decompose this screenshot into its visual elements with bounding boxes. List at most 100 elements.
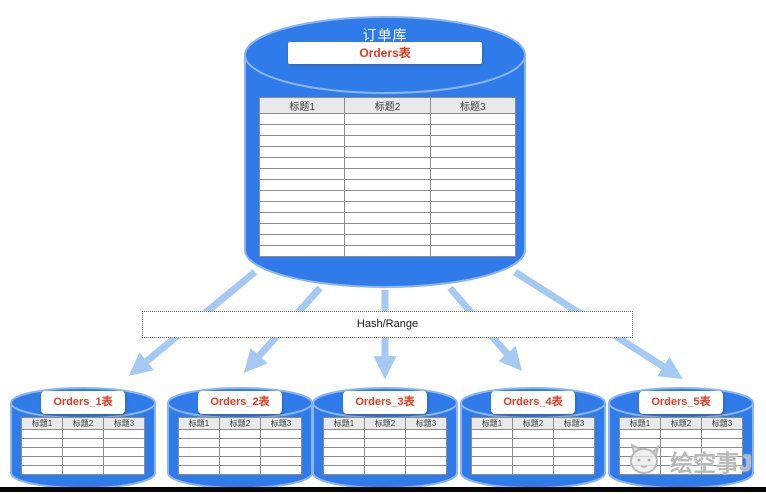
table-row — [21, 465, 145, 475]
shard-4-label: Orders_4表 — [491, 391, 575, 414]
table-cell — [405, 456, 447, 466]
table-cell — [660, 447, 702, 457]
table-cell — [178, 447, 220, 457]
table-row — [21, 438, 145, 448]
table-cell — [258, 113, 346, 125]
table-cell — [364, 438, 406, 448]
table-cell — [344, 146, 431, 158]
column-header: 标题2 — [219, 417, 261, 430]
table-row — [258, 113, 517, 125]
table-cell — [62, 456, 104, 466]
table-cell — [512, 465, 554, 475]
table-cell — [619, 447, 661, 457]
table-cell — [103, 456, 145, 466]
column-header: 标题3 — [260, 417, 302, 430]
table-row — [258, 135, 517, 147]
table-cell — [619, 429, 661, 439]
table-cell — [344, 245, 431, 257]
table-cell — [219, 429, 261, 439]
table-cell — [429, 124, 517, 136]
table-row — [471, 447, 595, 457]
table-cell — [429, 212, 517, 224]
table-cell — [344, 201, 431, 213]
table-cell — [405, 465, 447, 475]
table-cell — [512, 438, 554, 448]
shard-5-label: Orders_5表 — [639, 391, 723, 414]
table-cell — [364, 456, 406, 466]
table-row — [258, 245, 517, 257]
table-row — [619, 465, 743, 475]
table-cell — [219, 465, 261, 475]
table-cell — [260, 429, 302, 439]
table-row — [471, 465, 595, 475]
table-cell — [219, 456, 261, 466]
table-cell — [178, 456, 220, 466]
table-row — [258, 124, 517, 136]
column-header: 标题2 — [344, 97, 431, 114]
table-row — [258, 146, 517, 158]
table-cell — [344, 135, 431, 147]
table-cell — [553, 429, 595, 439]
column-header: 标题2 — [62, 417, 104, 430]
table-cell — [429, 201, 517, 213]
table-cell — [344, 190, 431, 202]
table-cell — [178, 465, 220, 475]
table-row — [21, 456, 145, 466]
table-row — [471, 456, 595, 466]
table-row — [619, 456, 743, 466]
table-row — [323, 465, 447, 475]
table-cell — [660, 465, 702, 475]
table-row — [178, 465, 302, 475]
table-cell — [344, 212, 431, 224]
table-cell — [471, 447, 513, 457]
table-cell — [103, 447, 145, 457]
table-cell — [260, 438, 302, 448]
table-cell — [553, 438, 595, 448]
table-cell — [429, 223, 517, 235]
table-row — [471, 429, 595, 439]
table-cell — [344, 179, 431, 191]
table-cell — [660, 456, 702, 466]
table-cell — [701, 447, 743, 457]
column-header: 标题1 — [178, 417, 220, 430]
bottom-border-bar — [0, 487, 766, 492]
table-cell — [21, 456, 63, 466]
table-cell — [258, 223, 346, 235]
table-cell — [258, 124, 346, 136]
table-cell — [21, 429, 63, 439]
table-cell — [260, 447, 302, 457]
table-cell — [21, 447, 63, 457]
table-cell — [258, 135, 346, 147]
table-cell — [364, 447, 406, 457]
table-cell — [258, 157, 346, 169]
table-cell — [344, 113, 431, 125]
column-header: 标题3 — [103, 417, 145, 430]
column-header: 标题1 — [471, 417, 513, 430]
table-row — [323, 447, 447, 457]
table-cell — [258, 168, 346, 180]
table-cell — [258, 190, 346, 202]
table-cell — [619, 456, 661, 466]
table-cell — [471, 438, 513, 448]
table-row — [323, 438, 447, 448]
table-cell — [429, 245, 517, 257]
table-cell — [344, 223, 431, 235]
table-cell — [364, 429, 406, 439]
table-cell — [512, 429, 554, 439]
table-cell — [219, 447, 261, 457]
orders-table-label: Orders表 — [288, 42, 482, 64]
table-cell — [660, 429, 702, 439]
table-cell — [103, 438, 145, 448]
table-cell — [258, 245, 346, 257]
table-cell — [344, 157, 431, 169]
table-cell — [429, 190, 517, 202]
